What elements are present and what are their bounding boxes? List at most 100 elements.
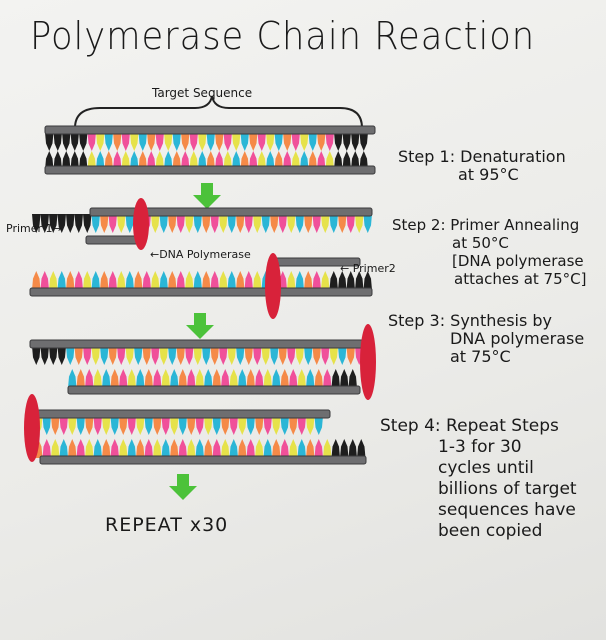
base-pair (57, 214, 66, 233)
base-pair (187, 416, 196, 435)
base-pair (119, 369, 128, 388)
base-pair (272, 416, 281, 435)
base-pair (297, 416, 306, 435)
base-pair (300, 151, 309, 170)
base-pair (102, 416, 111, 435)
base-pair (176, 346, 185, 365)
dna-backbone (29, 339, 375, 349)
step-line: 1-3 for 30 (438, 437, 522, 457)
base-pair (142, 271, 151, 290)
base-pair (342, 132, 351, 151)
step-line: at 95°C (458, 165, 519, 184)
base-pair (317, 132, 326, 151)
base-pair (219, 346, 228, 365)
base-pair (331, 369, 340, 388)
base-pair (45, 151, 54, 170)
base-pair (119, 416, 128, 435)
base-pair (195, 416, 204, 435)
base-pair (164, 132, 173, 151)
base-pair (278, 214, 287, 233)
base-pair (359, 132, 368, 151)
base-pair (172, 151, 181, 170)
base-pair (127, 439, 136, 458)
base-pair (246, 369, 255, 388)
base-pair (223, 132, 232, 151)
base-pair (255, 439, 264, 458)
base-pair (40, 346, 49, 365)
base-pair (40, 271, 49, 290)
base-pair (238, 416, 247, 435)
base-pair (329, 346, 338, 365)
step-line: at 75°C (450, 347, 511, 366)
base-pair (79, 132, 88, 151)
base-pair (144, 369, 153, 388)
base-pair (212, 439, 221, 458)
base-pair (74, 346, 83, 365)
base-pair (187, 369, 196, 388)
base-pair (100, 271, 109, 290)
base-pair (244, 346, 253, 365)
base-pair (62, 151, 71, 170)
dna-polymerase-enzyme (133, 198, 149, 250)
base-pair (321, 346, 330, 365)
base-pair (130, 151, 139, 170)
down-arrow-icon (169, 474, 197, 500)
step-line: attaches at 75°C] (454, 270, 587, 288)
base-pair (108, 271, 117, 290)
base-pair (155, 151, 164, 170)
step-line: Step 2: Primer Annealing (392, 216, 580, 234)
base-pair (255, 369, 264, 388)
base-pair (85, 439, 94, 458)
base-pair (219, 271, 228, 290)
base-pair (181, 151, 190, 170)
base-pair (287, 346, 296, 365)
base-pair (357, 439, 366, 458)
base-pair (119, 439, 128, 458)
base-pair (49, 271, 58, 290)
base-pair (83, 346, 92, 365)
base-pair (136, 439, 145, 458)
base-pair (102, 369, 111, 388)
base-pair (172, 132, 181, 151)
base-pair (221, 416, 230, 435)
base-pair (229, 439, 238, 458)
base-pair (210, 271, 219, 290)
base-pair (329, 271, 338, 290)
base-pair (274, 151, 283, 170)
base-pair (85, 416, 94, 435)
base-pair (170, 439, 179, 458)
base-pair (236, 346, 245, 365)
base-pair (227, 214, 236, 233)
base-pair (178, 369, 187, 388)
base-pair (83, 214, 92, 233)
base-pair (147, 151, 156, 170)
base-pair (244, 214, 253, 233)
base-pair (204, 416, 213, 435)
base-pair (121, 132, 130, 151)
base-pair (338, 271, 347, 290)
base-pair (121, 151, 130, 170)
base-pair (159, 214, 168, 233)
base-pair (229, 369, 238, 388)
base-pair (193, 214, 202, 233)
base-pair (314, 439, 323, 458)
base-pair (42, 416, 51, 435)
dna-polymerase-enzyme (265, 253, 281, 319)
dna-backbone (39, 455, 367, 465)
base-pair (240, 151, 249, 170)
base-pair (185, 271, 194, 290)
base-pair (76, 416, 85, 435)
base-pair (170, 369, 179, 388)
base-pair (164, 151, 173, 170)
base-pair (59, 439, 68, 458)
base-pair (127, 416, 136, 435)
base-pair (62, 132, 71, 151)
base-pair (195, 369, 204, 388)
base-pair (79, 151, 88, 170)
base-pair (348, 439, 357, 458)
base-pair (178, 416, 187, 435)
base-pair (151, 214, 160, 233)
step-3-text: Step 3: Synthesis by DNA polymerase at 7… (388, 312, 584, 366)
repeat-label: REPEAT x30 (105, 514, 229, 536)
base-pair (215, 151, 224, 170)
